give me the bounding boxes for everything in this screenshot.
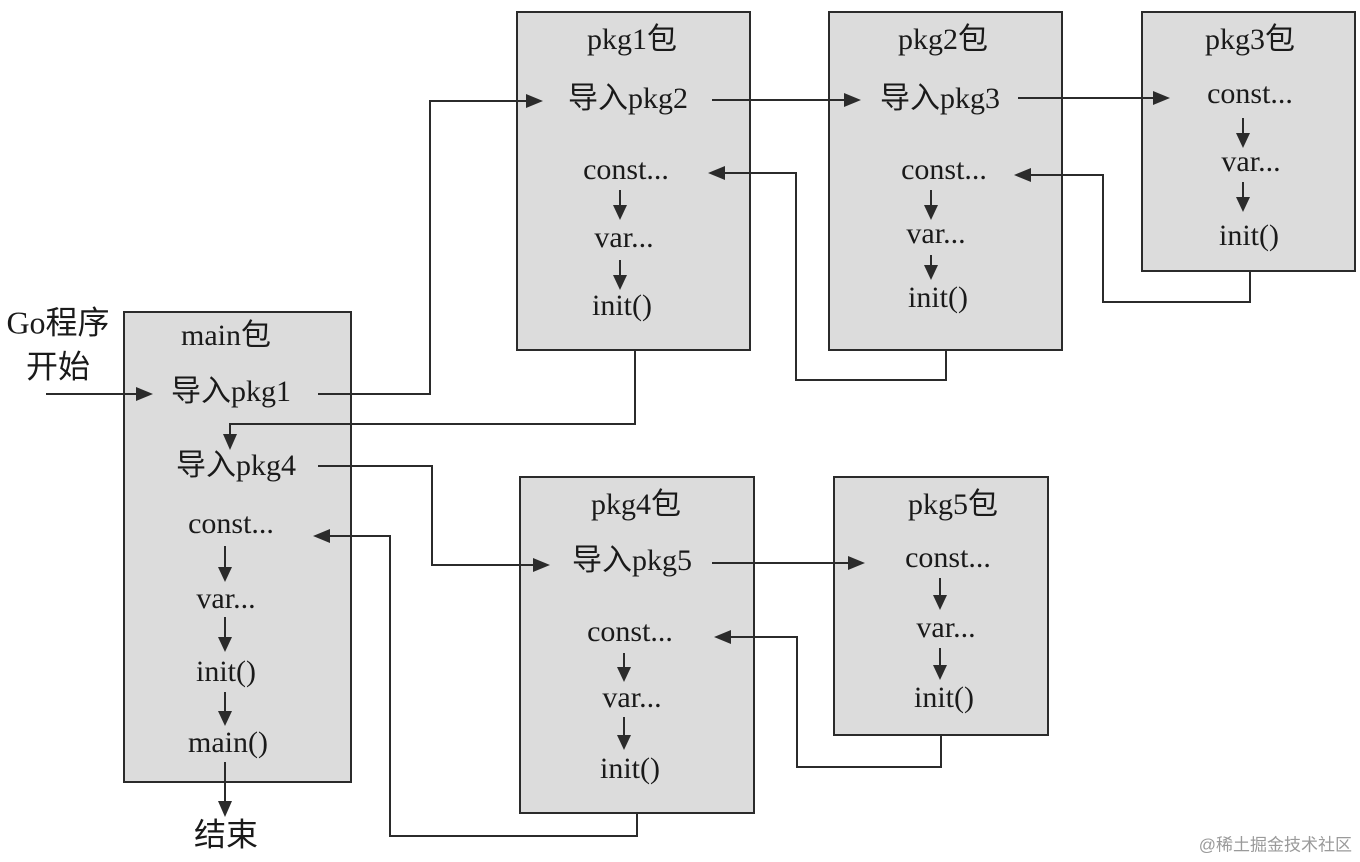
pkg1-var: var...	[594, 221, 653, 254]
pkg4-return-arrowhead	[313, 529, 330, 543]
pkg2-flow-arrowhead-1	[924, 205, 938, 220]
pkg4-return-wire	[327, 535, 638, 837]
pkg3-flow-arrowhead-1	[1236, 133, 1250, 148]
pkg2-init: init()	[908, 281, 968, 314]
pkg4-import-pkg5: 导入pkg5	[572, 544, 692, 577]
pkg4-init: init()	[600, 752, 660, 785]
pkg1-const: const...	[583, 153, 669, 186]
pkg1-return-wire	[229, 350, 636, 438]
import-pkg4-arrowhead	[533, 558, 550, 572]
pkg1-return-arrowhead	[223, 434, 237, 450]
start-label-line1: Go程序	[6, 304, 109, 340]
pkg4-var: var...	[602, 681, 661, 714]
main-import-pkg4: 导入pkg4	[176, 449, 296, 482]
pkg3-const: const...	[1207, 77, 1293, 110]
main-package-box	[123, 311, 352, 783]
pkg3-var: var...	[1221, 145, 1280, 178]
main-package-title: main包	[181, 319, 271, 352]
start-arrowhead	[136, 387, 153, 401]
pkg1-flow-arrowhead-1	[613, 205, 627, 220]
pkg3-return-wire	[1028, 174, 1251, 303]
pkg1-import-pkg2: 导入pkg2	[568, 82, 688, 115]
arrowheads	[136, 91, 1250, 817]
main-var: var...	[196, 582, 255, 615]
import-pkg1-wire	[318, 100, 530, 395]
main-import-pkg1: 导入pkg1	[171, 375, 291, 408]
pkg1-init: init()	[592, 289, 652, 322]
pkg3-package-box	[1141, 11, 1356, 272]
import-pkg5-arrowhead	[848, 556, 865, 570]
main-init: init()	[196, 655, 256, 688]
watermark: @稀土掘金技术社区	[1199, 835, 1352, 854]
main-flow-arrowhead-1	[218, 567, 232, 582]
pkg2-package-title: pkg2包	[898, 23, 988, 56]
pkg2-package-box	[828, 11, 1063, 351]
pkg5-flow-arrowhead-1	[933, 595, 947, 610]
pkg5-package-title: pkg5包	[908, 488, 998, 521]
pkg5-var: var...	[916, 611, 975, 644]
pkg2-return-wire	[722, 172, 947, 381]
pkg1-package-title: pkg1包	[587, 23, 677, 56]
pkg4-flow-arrowhead-2	[617, 735, 631, 750]
pkg2-const: const...	[901, 153, 987, 186]
pkg3-package-title: pkg3包	[1205, 23, 1295, 56]
pkg5-init: init()	[914, 681, 974, 714]
pkg2-flow-arrowhead-2	[924, 265, 938, 280]
main-flow-arrowhead-2	[218, 637, 232, 652]
start-label-line2: 开始	[26, 348, 90, 384]
pkg4-const: const...	[587, 615, 673, 648]
pkg4-flow-arrowhead-1	[617, 667, 631, 682]
pkg3-return-arrowhead	[1014, 168, 1031, 182]
pkg5-return-wire	[728, 636, 942, 768]
pkg5-const: const...	[905, 541, 991, 574]
pkg4-package-title: pkg4包	[591, 488, 681, 521]
pkg2-return-arrowhead	[708, 166, 725, 180]
pkg3-flow-arrowhead-2	[1236, 197, 1250, 212]
import-pkg1-arrowhead	[526, 94, 543, 108]
pkg1-package-box	[516, 11, 751, 351]
import-pkg2-arrowhead	[844, 93, 861, 107]
import-pkg3-arrowhead	[1153, 91, 1170, 105]
pkg5-flow-arrowhead-2	[933, 665, 947, 680]
pkg1-flow-arrowhead-2	[613, 275, 627, 290]
pkg2-var: var...	[906, 217, 965, 250]
pkg4-package-box	[519, 476, 755, 814]
main-main-func: main()	[188, 726, 268, 759]
end-label: 结束	[194, 816, 258, 852]
pkg2-import-pkg3: 导入pkg3	[880, 82, 1000, 115]
main-const: const...	[188, 507, 274, 540]
end-arrowhead	[218, 801, 232, 817]
pkg5-return-arrowhead	[714, 630, 731, 644]
pkg3-init: init()	[1219, 219, 1279, 252]
main-flow-arrowhead-3	[218, 711, 232, 726]
import-pkg4-wire	[318, 465, 537, 566]
